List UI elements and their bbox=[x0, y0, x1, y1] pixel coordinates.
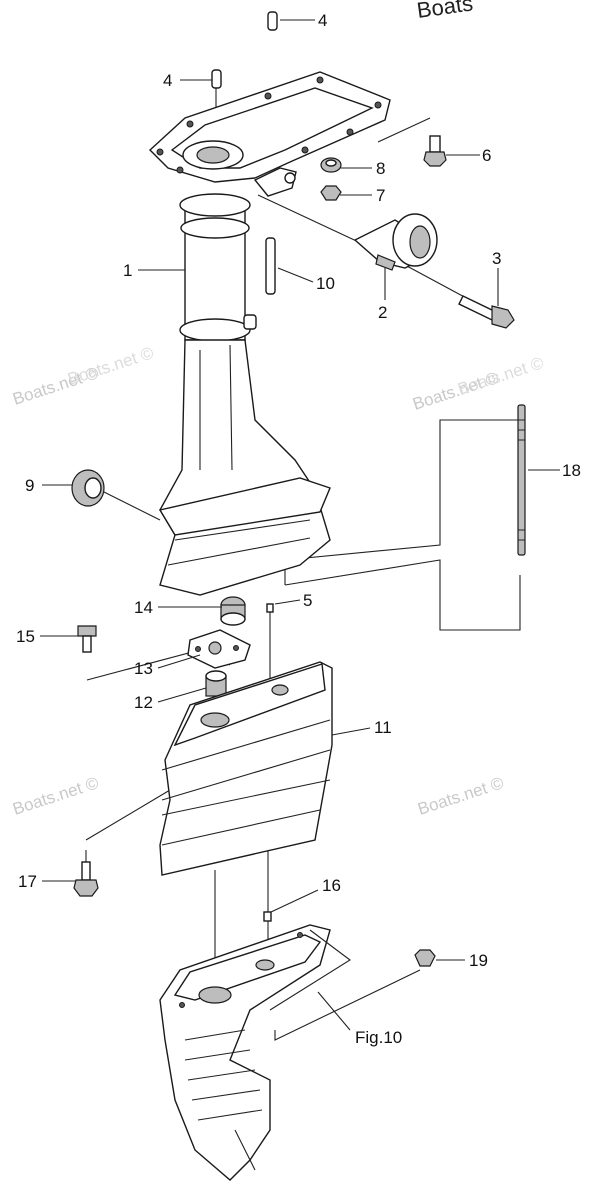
gearcase-fig-10 bbox=[159, 924, 351, 1181]
bolt-part-17 bbox=[73, 861, 99, 897]
callout-14: 14 bbox=[134, 598, 153, 617]
callout-13: 13 bbox=[134, 659, 153, 678]
bolt-part-15 bbox=[77, 625, 97, 653]
watermark: Boats.net © bbox=[65, 343, 156, 389]
bolt-part-3 bbox=[458, 295, 515, 329]
callout-7: 7 bbox=[376, 186, 385, 205]
callout-6: 6 bbox=[482, 146, 491, 165]
upper-casing-part-1 bbox=[148, 71, 391, 596]
figure-reference-label: Fig.10 bbox=[355, 1028, 402, 1047]
plate-part-13 bbox=[187, 629, 251, 669]
pin-part-16 bbox=[263, 911, 272, 922]
extension-casing-part-11 bbox=[159, 661, 333, 876]
callout-2: 2 bbox=[378, 303, 387, 322]
callout-8: 8 bbox=[376, 159, 385, 178]
callout-3: 3 bbox=[492, 249, 501, 268]
callout-4: 4 bbox=[163, 71, 172, 90]
callout-1: 1 bbox=[123, 261, 132, 280]
callout-15: 15 bbox=[16, 627, 35, 646]
mount-part-14 bbox=[220, 596, 246, 626]
callout-11: 11 bbox=[374, 718, 392, 737]
callout-10: 10 bbox=[316, 274, 335, 293]
bolt-part-6 bbox=[423, 135, 447, 167]
nut-part-19 bbox=[414, 949, 436, 967]
callout-18: 18 bbox=[562, 461, 581, 480]
watermark: Boats.net © bbox=[415, 773, 506, 819]
callout-17: 17 bbox=[18, 872, 37, 891]
grommet-part-9 bbox=[71, 469, 105, 507]
nut-part-7 bbox=[320, 185, 342, 201]
pin-part-4-top bbox=[267, 11, 278, 31]
clamp-part-2 bbox=[353, 213, 438, 271]
callout-16: 16 bbox=[322, 876, 341, 895]
callout-labels: 4 4 6 8 7 1 10 3 2 18 9 14 5 15 13 12 11… bbox=[16, 11, 581, 1047]
watermark: Boats.net © bbox=[10, 773, 101, 819]
assembly-lines bbox=[85, 117, 521, 1041]
callout-12: 12 bbox=[134, 693, 153, 712]
callout-5: 5 bbox=[303, 591, 312, 610]
stud-part-18 bbox=[517, 404, 526, 556]
watermark: Boats.net © bbox=[455, 353, 546, 399]
spacer-part-12 bbox=[205, 670, 227, 697]
callout-19: 19 bbox=[469, 951, 488, 970]
callout-9: 9 bbox=[25, 476, 34, 495]
pin-part-5 bbox=[266, 603, 274, 613]
rod-part-10 bbox=[265, 237, 276, 295]
callout-leaders bbox=[40, 19, 560, 1031]
washer-part-8 bbox=[320, 157, 342, 173]
watermark-corner: Boats bbox=[415, 0, 474, 23]
callout-4: 4 bbox=[318, 11, 327, 30]
